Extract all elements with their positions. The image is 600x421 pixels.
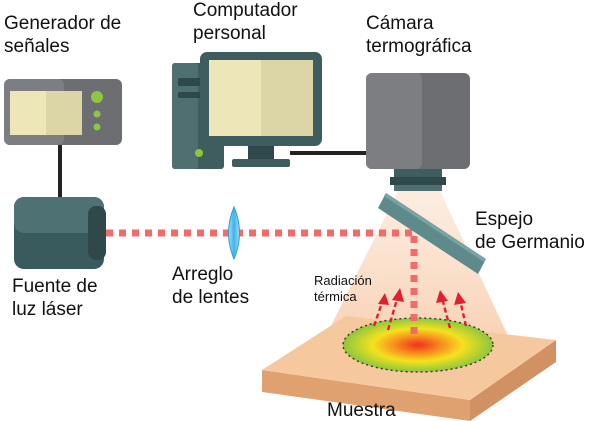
- label-thermal-radiation: Radiación térmica: [314, 273, 375, 304]
- label-sample: Muestra: [327, 400, 396, 421]
- radiation-arrows: [372, 288, 468, 331]
- label-thermal-camera: Cámara termográfica: [366, 13, 472, 57]
- germanium-mirror-icon: [378, 193, 486, 274]
- laser-source-icon: [14, 197, 106, 269]
- label-personal-computer: Computador personal: [193, 0, 303, 44]
- desktop-computer-icon: [172, 52, 370, 169]
- thermal-camera-icon: [366, 73, 470, 191]
- lens-icon: [228, 205, 240, 261]
- label-germanium-mirror: Espejo de Germanio: [475, 209, 585, 253]
- label-laser-source: Fuente de luz láser: [12, 276, 103, 320]
- signal-generator-icon: [4, 79, 122, 197]
- heat-spot: [342, 317, 494, 373]
- label-lens-array: Arreglo de lentes: [172, 264, 249, 308]
- label-signal-generator: Generador de señales: [4, 13, 127, 57]
